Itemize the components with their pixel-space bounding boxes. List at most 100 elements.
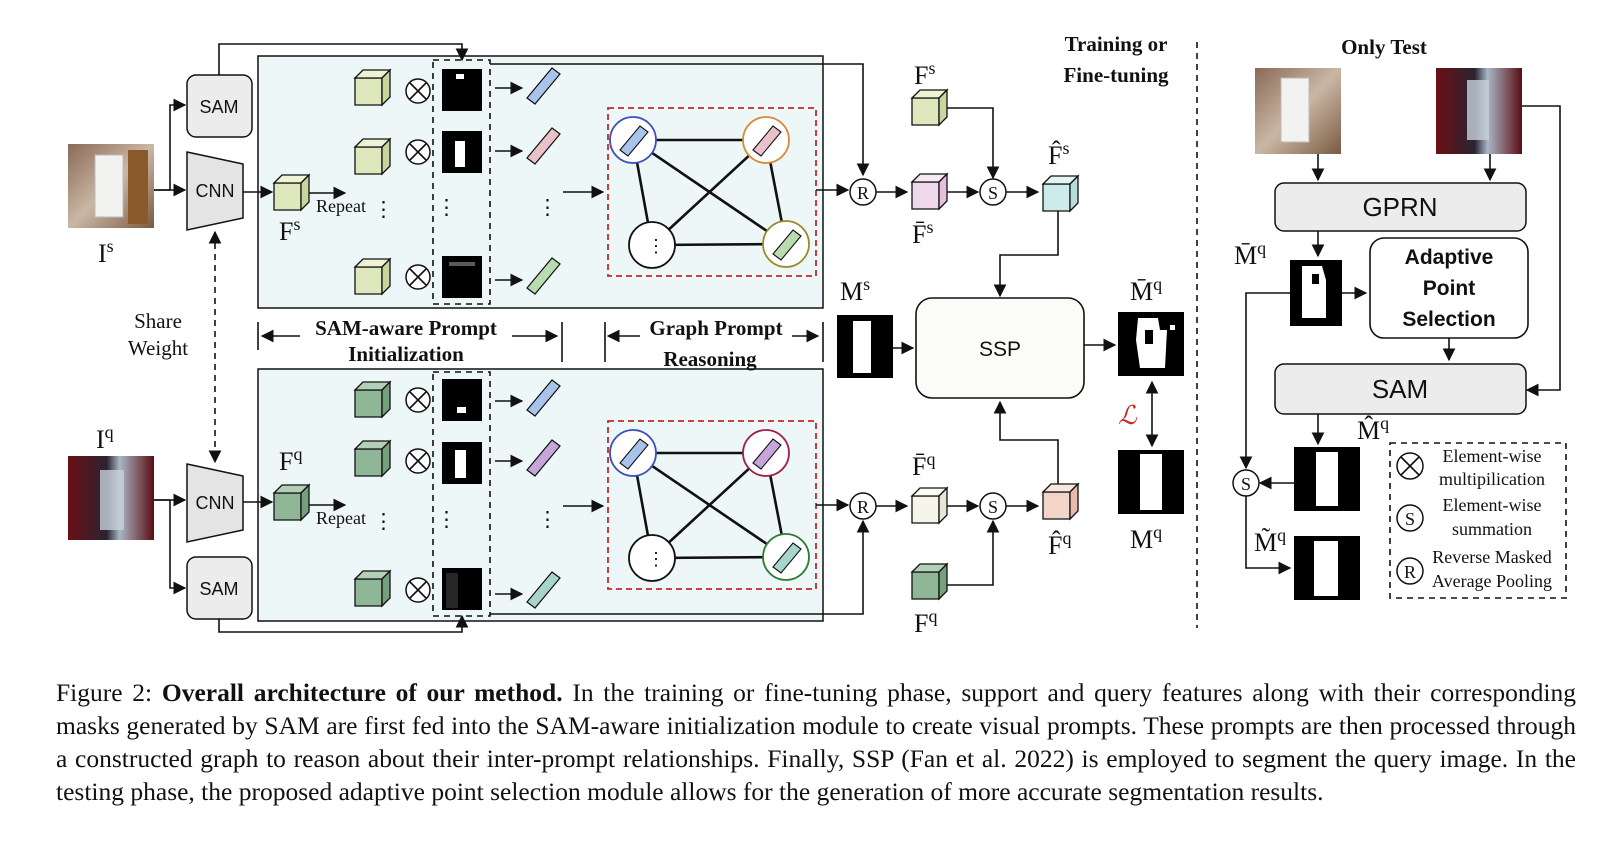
support-original-feature-cube <box>910 88 949 127</box>
support-mask-group <box>432 59 491 305</box>
query-mask-to-rmap-arrow <box>490 519 870 615</box>
share-weight-label-1: Share <box>134 309 182 333</box>
sam-test-label: SAM <box>1372 374 1428 404</box>
query-to-sam-test-arrow <box>1522 105 1561 397</box>
caption-text: In the training or fine-tuning phase, su… <box>56 678 1576 806</box>
test-query-image <box>1436 68 1522 154</box>
query-image <box>68 456 154 540</box>
svg-text:⋮: ⋮ <box>537 195 558 219</box>
support-prompt-graph: ⋮ <box>607 107 817 277</box>
test-mbar-label: M̄q <box>1234 238 1266 270</box>
legend-sum-icon <box>1396 504 1424 532</box>
support-mask-to-rmap-arrow <box>490 63 870 177</box>
graph-prompt-label-2: Reasoning <box>663 347 757 371</box>
legend-r-label-1: Reverse Masked <box>1432 547 1551 567</box>
aps-label-2: Point <box>1423 277 1476 300</box>
sam-test-box <box>1274 363 1527 415</box>
pred-mask-label: M̄q <box>1130 274 1162 306</box>
support-cnn-trapezoid <box>186 151 244 231</box>
support-repeat-label: Repeat <box>316 196 366 216</box>
sam-aware-label-1: SAM-aware Prompt <box>315 316 497 340</box>
query-fbar-cube <box>910 486 949 525</box>
support-mask-label: Ms <box>840 274 870 306</box>
caption-bold: Overall architecture of our method. <box>161 678 563 707</box>
query-repeat-label: Repeat <box>316 508 366 528</box>
legend-sum-label-1: Element-wise <box>1443 495 1542 515</box>
query-feature-label: Fq <box>279 444 302 476</box>
support-image-label: Is <box>98 236 114 268</box>
query-cnn-label: CNN <box>196 493 235 513</box>
query-to-sam-arrow <box>154 499 187 595</box>
figure-caption: Figure 2: Overall architecture of our me… <box>56 676 1576 808</box>
query-original-feature-cube <box>910 562 949 601</box>
svg-text:S: S <box>988 183 998 203</box>
test-support-image <box>1255 68 1341 154</box>
support-prompt-rows: ⋮ ⋮ ⋮ <box>353 67 561 298</box>
svg-text:R: R <box>857 183 869 203</box>
query-sam-label: SAM <box>199 579 238 599</box>
svg-text:R: R <box>1404 562 1416 582</box>
loss-label: ℒ <box>1118 401 1138 430</box>
svg-text:S: S <box>1405 509 1415 529</box>
svg-text:⋮: ⋮ <box>436 507 457 531</box>
gt-mask-label: Mq <box>1130 522 1162 554</box>
test-mhat-mask <box>1294 447 1360 511</box>
svg-text:⋮: ⋮ <box>373 197 394 221</box>
aps-label-1: Adaptive <box>1405 246 1494 269</box>
query-feature-cube <box>272 483 311 522</box>
legend-mult-label-1: Element-wise <box>1443 446 1542 466</box>
graph-prompt-label-1: Graph Prompt <box>649 316 782 340</box>
support-image <box>68 144 154 228</box>
support-feature-label: Fs <box>279 214 300 246</box>
query-panel <box>257 368 824 622</box>
svg-text:⋮: ⋮ <box>373 509 394 533</box>
caption-prefix: Figure 2: <box>56 678 162 707</box>
query-fhat-cube <box>1041 482 1080 521</box>
training-label-1: Training or <box>1065 32 1168 56</box>
legend-r-label-2: Average Pooling <box>1432 571 1552 591</box>
test-mtilde-label: M̃q <box>1254 525 1286 557</box>
support-feature-cube <box>272 173 311 212</box>
support-original-feature-label: Fs <box>914 58 935 90</box>
legend-mult-label-2: multipilication <box>1439 469 1545 489</box>
legend-sum-label-2: summation <box>1452 519 1532 539</box>
gprn-box <box>1274 182 1527 232</box>
support-to-sam-arrow <box>154 98 187 191</box>
ssp-label: SSP <box>979 338 1021 361</box>
gprn-label: GPRN <box>1362 192 1437 222</box>
legend-box <box>1389 442 1567 599</box>
architecture-diagram: Is Iq SAM CNN CNN SAM Share Weight Fs Re… <box>68 32 1567 638</box>
support-cnn-label: CNN <box>196 181 235 201</box>
test-mbar-mask <box>1290 260 1342 326</box>
svg-text:⋮: ⋮ <box>537 507 558 531</box>
support-sam-label: SAM <box>199 97 238 117</box>
pred-mask-image <box>1118 312 1184 376</box>
query-mask-group <box>432 371 491 617</box>
legend-r-icon <box>1396 557 1424 585</box>
support-fbar-label: F̄s <box>912 217 933 249</box>
query-image-label: Iq <box>96 422 114 454</box>
support-fhat-cube <box>1041 174 1080 213</box>
training-label-2: Fine-tuning <box>1063 63 1169 87</box>
support-fbar-cube <box>910 172 949 211</box>
support-fhat-label: F̂s <box>1048 138 1069 170</box>
ssp-box <box>915 297 1085 399</box>
test-mhat-label: M̂q <box>1357 413 1389 445</box>
only-test-label: Only Test <box>1341 35 1427 59</box>
svg-text:⋮: ⋮ <box>436 195 457 219</box>
support-sam-to-masks-arrow <box>218 43 469 75</box>
svg-text:S: S <box>1241 474 1251 494</box>
share-weight-label-2: Weight <box>128 336 188 360</box>
sam-aware-label-2: Initialization <box>348 342 464 366</box>
query-sam-to-masks-arrow <box>218 614 469 633</box>
svg-text:R: R <box>857 497 869 517</box>
query-original-feature-label: Fq <box>914 606 937 638</box>
gt-mask-image <box>1118 450 1184 514</box>
query-fhat-label: F̂q <box>1048 528 1071 560</box>
query-prompt-rows: ⋮ ⋮ ⋮ <box>353 379 561 610</box>
test-mtilde-mask <box>1294 536 1360 600</box>
aps-label-3: Selection <box>1402 308 1495 331</box>
support-mask-image <box>837 315 893 378</box>
svg-text:⋮: ⋮ <box>647 549 665 569</box>
query-cnn-trapezoid <box>186 463 244 543</box>
